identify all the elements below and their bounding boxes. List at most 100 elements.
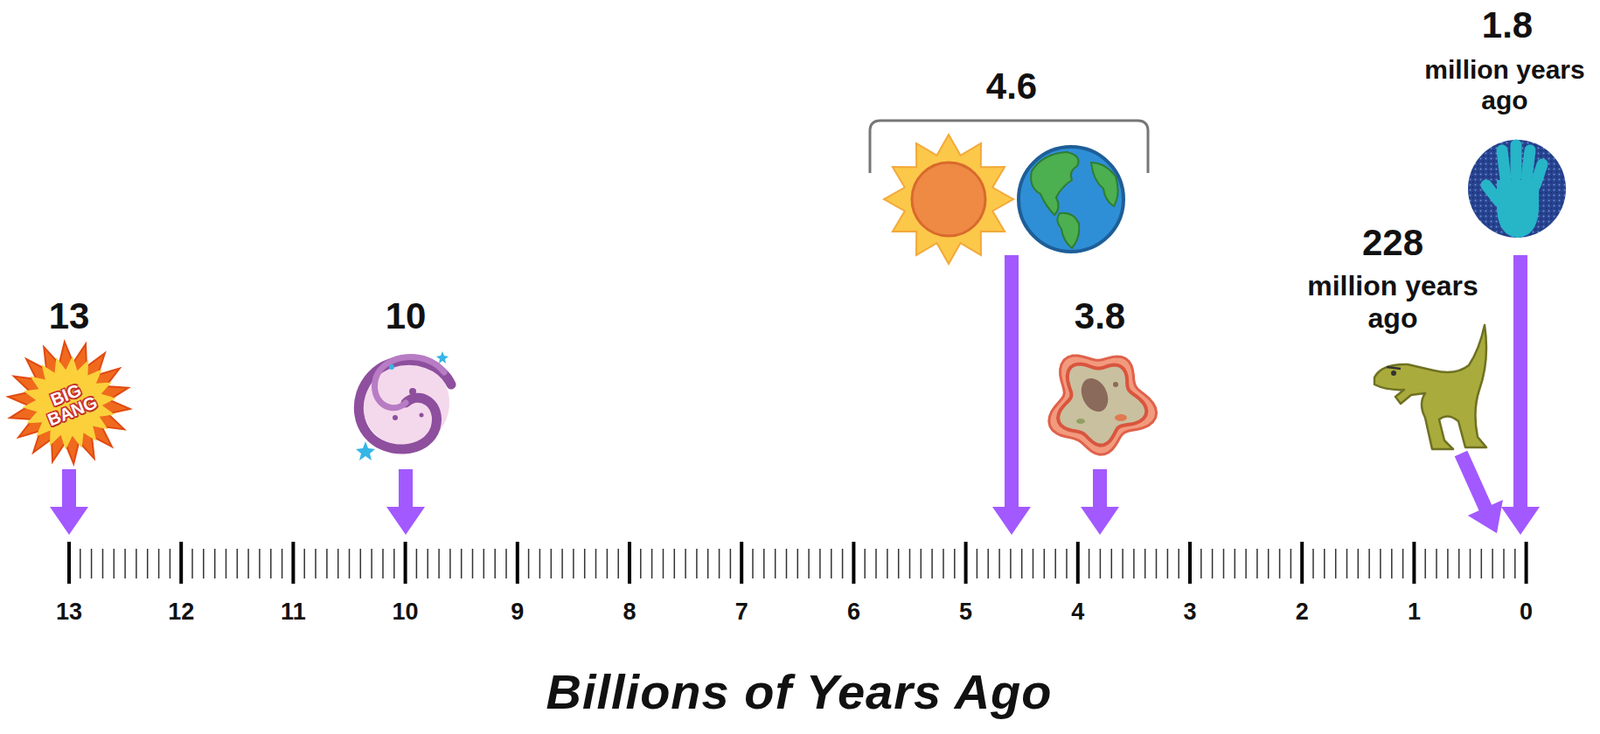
minor-tick — [953, 549, 956, 579]
minor-tick — [191, 549, 194, 579]
minor-tick — [1111, 549, 1114, 579]
minor-tick — [90, 549, 93, 579]
minor-tick — [281, 549, 284, 579]
major-tick — [67, 542, 71, 585]
minor-tick — [102, 549, 105, 579]
minor-tick — [1491, 549, 1494, 579]
axis-number: 5 — [959, 598, 973, 627]
minor-tick — [146, 549, 149, 579]
minor-tick — [651, 549, 654, 579]
axis-number: 7 — [735, 598, 749, 627]
minor-tick — [886, 549, 889, 579]
minor-tick — [337, 549, 340, 579]
minor-tick — [897, 549, 900, 579]
minor-tick — [931, 549, 933, 579]
minor-tick — [987, 549, 989, 579]
minor-tick — [1032, 549, 1035, 579]
minor-tick — [393, 549, 396, 579]
minor-tick — [797, 549, 800, 579]
minor-tick — [539, 549, 542, 579]
minor-tick — [1167, 549, 1169, 579]
axis-number: 4 — [1071, 598, 1085, 627]
major-tick — [403, 542, 408, 585]
minor-tick — [1234, 549, 1237, 579]
major-tick — [291, 542, 295, 585]
minor-tick — [1502, 549, 1505, 579]
minor-tick — [360, 549, 362, 579]
minor-tick — [1357, 549, 1360, 579]
major-tick — [1076, 542, 1080, 585]
minor-tick — [1435, 549, 1438, 579]
minor-tick — [1323, 549, 1326, 579]
axis-number: 8 — [622, 598, 636, 627]
minor-tick — [314, 549, 317, 579]
minor-tick — [1021, 549, 1023, 579]
minor-tick — [1267, 549, 1270, 579]
event-arrows — [49, 255, 1540, 542]
minor-tick — [875, 549, 877, 579]
event-date: 1.8 — [1481, 4, 1533, 47]
minor-tick — [1121, 549, 1124, 579]
minor-tick — [1368, 549, 1371, 579]
minor-tick — [595, 549, 598, 579]
minor-tick — [942, 549, 945, 579]
minor-tick — [841, 549, 844, 579]
major-tick — [739, 542, 744, 585]
axis-ticks — [69, 542, 1527, 585]
event-date: 3.8 — [1074, 295, 1126, 338]
minor-tick — [1346, 549, 1349, 579]
minor-tick — [561, 549, 564, 579]
major-tick — [179, 542, 183, 585]
major-tick — [627, 542, 632, 585]
minor-tick — [640, 549, 642, 579]
minor-tick — [1043, 549, 1046, 579]
minor-tick — [1279, 549, 1281, 579]
minor-tick — [1458, 549, 1461, 579]
event-arrow — [386, 469, 425, 536]
minor-tick — [236, 549, 239, 579]
minor-tick — [348, 549, 351, 579]
minor-tick — [79, 549, 82, 579]
minor-tick — [1155, 549, 1158, 579]
minor-tick — [135, 549, 138, 579]
minor-tick — [786, 549, 788, 579]
minor-tick — [1245, 549, 1247, 579]
event-arrow — [1501, 255, 1540, 536]
axis-number: 13 — [55, 598, 83, 627]
minor-tick — [674, 549, 676, 579]
axis-number: 3 — [1182, 598, 1197, 627]
axis-title: Billions of Years Ago — [545, 664, 1052, 721]
major-tick — [1524, 542, 1529, 585]
event-date: 228 — [1362, 222, 1424, 265]
minor-tick — [1088, 549, 1091, 579]
event-date: 13 — [48, 295, 91, 338]
event-arrow — [1443, 445, 1515, 542]
minor-tick — [1379, 549, 1382, 579]
minor-tick — [1402, 549, 1405, 579]
minor-tick — [202, 549, 205, 579]
event-date: 10 — [385, 295, 427, 338]
minor-tick — [528, 549, 530, 579]
major-tick — [964, 542, 968, 585]
axis-number: 2 — [1295, 598, 1309, 627]
minor-tick — [1099, 549, 1102, 579]
galaxy-icon — [355, 351, 452, 461]
minor-tick — [819, 549, 821, 579]
earth-icon — [1018, 146, 1124, 252]
minor-tick — [1335, 549, 1337, 579]
minor-tick — [1481, 549, 1483, 579]
minor-tick — [1424, 549, 1427, 579]
axis-number: 10 — [392, 598, 419, 627]
minor-tick — [763, 549, 766, 579]
minor-tick — [438, 549, 440, 579]
minor-tick — [1290, 549, 1293, 579]
minor-tick — [483, 549, 486, 579]
minor-tick — [920, 549, 923, 579]
axis-number: 11 — [280, 598, 307, 627]
minor-tick — [225, 549, 228, 579]
minor-tick — [1469, 549, 1472, 579]
major-tick — [851, 542, 856, 585]
minor-tick — [1200, 549, 1203, 579]
minor-tick — [617, 549, 620, 579]
